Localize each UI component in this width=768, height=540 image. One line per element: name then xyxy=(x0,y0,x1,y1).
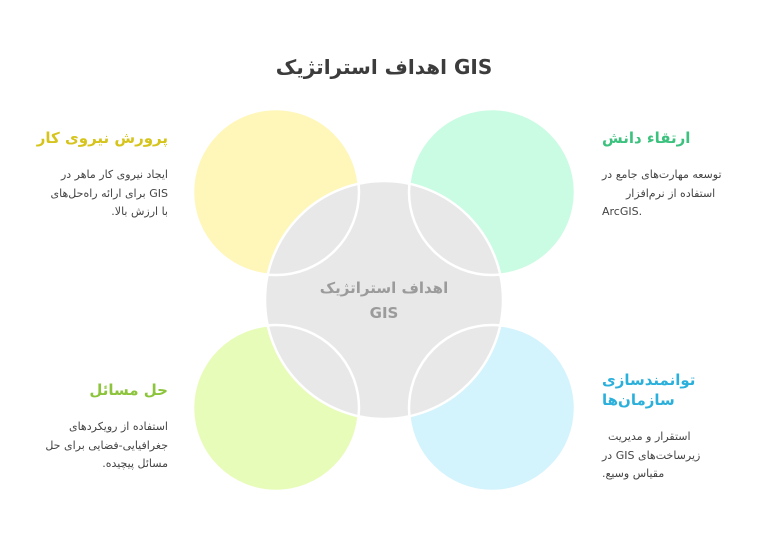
block-problem-solving: حل مسائل استفاده از رویکردهای جغرافیایی-… xyxy=(18,380,168,474)
body-line: ArcGIS. xyxy=(602,205,643,218)
block-problem-solving-title: حل مسائل xyxy=(89,381,168,399)
body-line: در GIS زیرساخت‌های xyxy=(602,448,701,462)
circle-knowledge-outline xyxy=(407,107,577,277)
body-line: استفاده از رویکردهای xyxy=(68,420,168,433)
body-line: ایجاد نیروی کار ماهر در xyxy=(60,168,168,181)
body-line: برای ارائه راه‌حل‌های GIS xyxy=(50,186,168,200)
body-line: استقرار و مدیریت xyxy=(608,430,691,443)
body-line: جغرافیایی-فضایی برای حل xyxy=(45,438,168,452)
body-line: .مسائل پیچیده xyxy=(102,457,168,470)
center-label: اهداف استراتژیک GIS xyxy=(284,276,484,326)
circle-workforce-outline xyxy=(191,107,361,277)
circle-center xyxy=(263,179,505,421)
circle-problem-solving-outline xyxy=(191,323,361,493)
body-line: استفاده از نرم‌افزار xyxy=(626,186,716,200)
center-label-line2: GIS xyxy=(369,304,399,322)
diagram-title: GIS اهداف استراتژیک xyxy=(275,55,493,79)
block-empowerment-title-line1: توانمندسازی xyxy=(602,371,696,389)
block-knowledge-title: ارتقاء دانش xyxy=(602,129,691,147)
block-workforce-body: ایجاد نیروی کار ماهر در برای ارائه راه‌ح… xyxy=(18,166,168,222)
body-line: .مقیاس وسیع xyxy=(602,467,665,480)
block-empowerment: توانمندسازی سازمان‌ها استقرار و مدیریت د… xyxy=(602,370,752,484)
body-line: توسعه مهارت‌های جامع در xyxy=(602,168,722,181)
block-empowerment-title-line2: سازمان‌ها xyxy=(602,391,675,409)
block-empowerment-body: استقرار و مدیریت در GIS زیرساخت‌های .مقی… xyxy=(602,428,752,484)
block-problem-solving-body: استفاده از رویکردهای جغرافیایی-فضایی برا… xyxy=(18,418,168,474)
block-workforce: پرورش نیروی کار ایجاد نیروی کار ماهر در … xyxy=(18,128,168,222)
block-knowledge-body: توسعه مهارت‌های جامع در استفاده از نرم‌ا… xyxy=(602,166,752,222)
block-empowerment-title: توانمندسازی سازمان‌ها xyxy=(602,370,752,410)
circle-empowerment-outline xyxy=(407,323,577,493)
block-workforce-title: پرورش نیروی کار xyxy=(36,129,168,147)
center-label-line1: اهداف استراتژیک xyxy=(319,279,449,297)
body-line: .با ارزش بالا xyxy=(111,205,168,218)
block-knowledge: ارتقاء دانش توسعه مهارت‌های جامع در استف… xyxy=(602,128,752,222)
